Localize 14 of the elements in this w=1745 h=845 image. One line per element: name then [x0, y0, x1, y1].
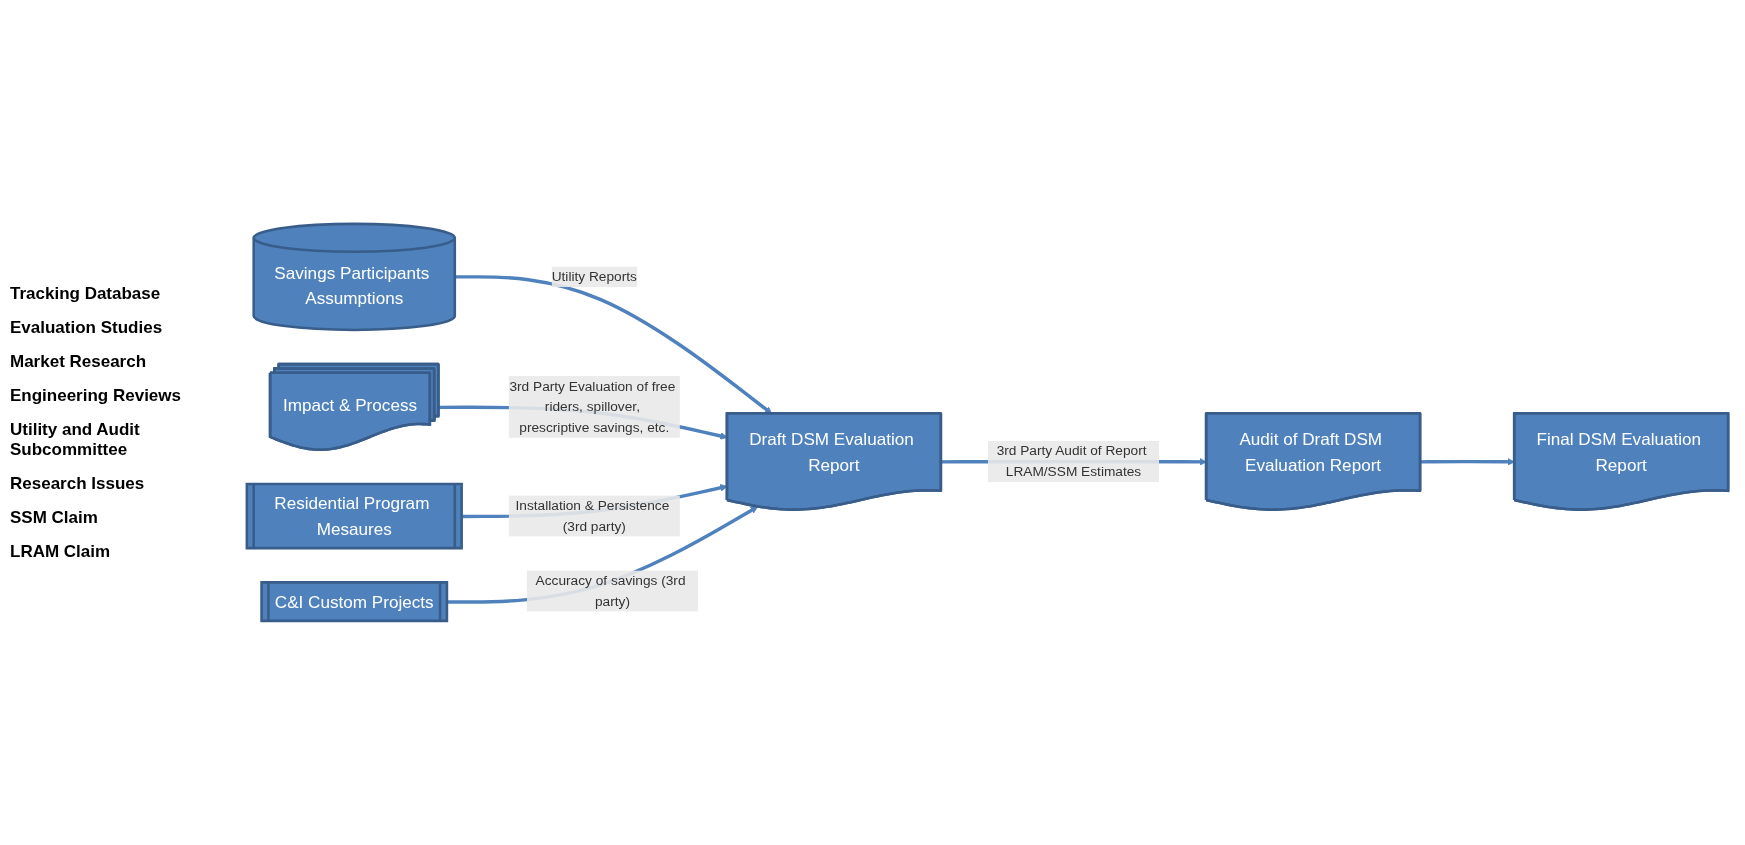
note-label: Utility and Audit Subcommittee	[10, 419, 141, 460]
arrow	[1420, 458, 1515, 466]
row-label: Market Research	[10, 351, 147, 372]
row-label: Evaluation Studies	[10, 317, 163, 338]
edge-label: 3rd Party Evaluation of free riders, spillover, prescriptive savings, etc.	[509, 378, 676, 435]
row-label: Engineering Reviews	[10, 385, 181, 406]
output-label: Research Issues	[10, 473, 145, 494]
output-label: SSM Claim	[10, 507, 98, 528]
edge-label: 3rd Party Audit of Report LRAM/SSM Estimates	[996, 443, 1147, 479]
edge-label: Accuracy of savings (3rd party)	[535, 573, 686, 609]
edge-label: Installation & Persistence (3rd party)	[515, 498, 670, 534]
edge-label: Utility Reports	[551, 269, 637, 284]
output-label: LRAM Claim	[10, 541, 111, 562]
row-label: Tracking Database	[10, 283, 161, 304]
